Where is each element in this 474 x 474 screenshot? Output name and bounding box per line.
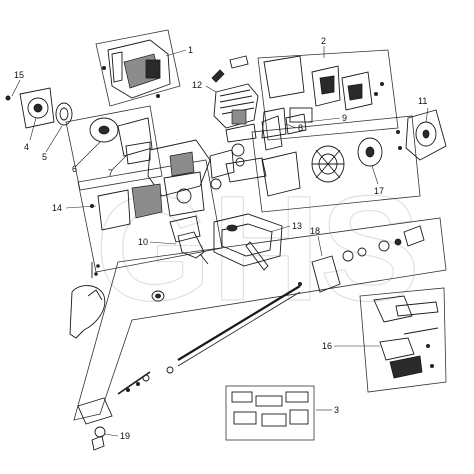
callout-1: 1: [188, 45, 193, 55]
callout-13: 13: [292, 221, 302, 231]
panel-starter: [65, 105, 163, 191]
callout-8: 8: [298, 123, 303, 133]
fuel-tank-part: [213, 213, 283, 271]
callout-15: 15: [14, 70, 24, 80]
panel-flywheel: [251, 115, 421, 213]
callout-5: 5: [42, 152, 47, 162]
trigger-part: [77, 397, 113, 451]
callout-10: 10: [138, 237, 148, 247]
callout-11: 11: [418, 96, 427, 106]
carburetor-part: [90, 171, 205, 243]
callout-18: 18: [310, 226, 320, 236]
flywheel-part: [261, 137, 383, 197]
callout-19: 19: [120, 431, 130, 441]
clutch-housing-part: [396, 109, 447, 161]
callout-4: 4: [24, 142, 29, 152]
callout-12: 12: [192, 80, 202, 90]
leader-lines: [11, 46, 429, 437]
drive-shaft-part: [117, 285, 301, 395]
engine-cover-part: [102, 39, 171, 99]
panel-shaft: [73, 217, 447, 421]
cylinder-part: [211, 55, 259, 167]
callout-17: 17: [374, 186, 384, 196]
shroud-part: [261, 55, 384, 139]
panel-shroud: [257, 49, 399, 141]
panel-engine-cover: [95, 29, 181, 107]
gear-head-part: [298, 225, 425, 293]
crankcase-part: [147, 113, 307, 197]
starter-housing-part: [89, 117, 153, 165]
panel-decals: [225, 385, 315, 441]
callout-14: 14: [52, 203, 62, 213]
handle-part: [69, 262, 165, 339]
decal-sheet-part: [231, 391, 309, 427]
callout-7: 7: [108, 168, 113, 178]
starter-part: [5, 87, 73, 129]
callout-6: 6: [72, 164, 77, 174]
callout-2: 2: [321, 36, 326, 46]
fuel-filter-part: [177, 231, 209, 265]
callout-9: 9: [342, 113, 347, 123]
callout-16: 16: [322, 341, 332, 351]
callout-3: 3: [334, 405, 339, 415]
panel-guard: [359, 287, 447, 393]
guard-part: [373, 295, 439, 379]
